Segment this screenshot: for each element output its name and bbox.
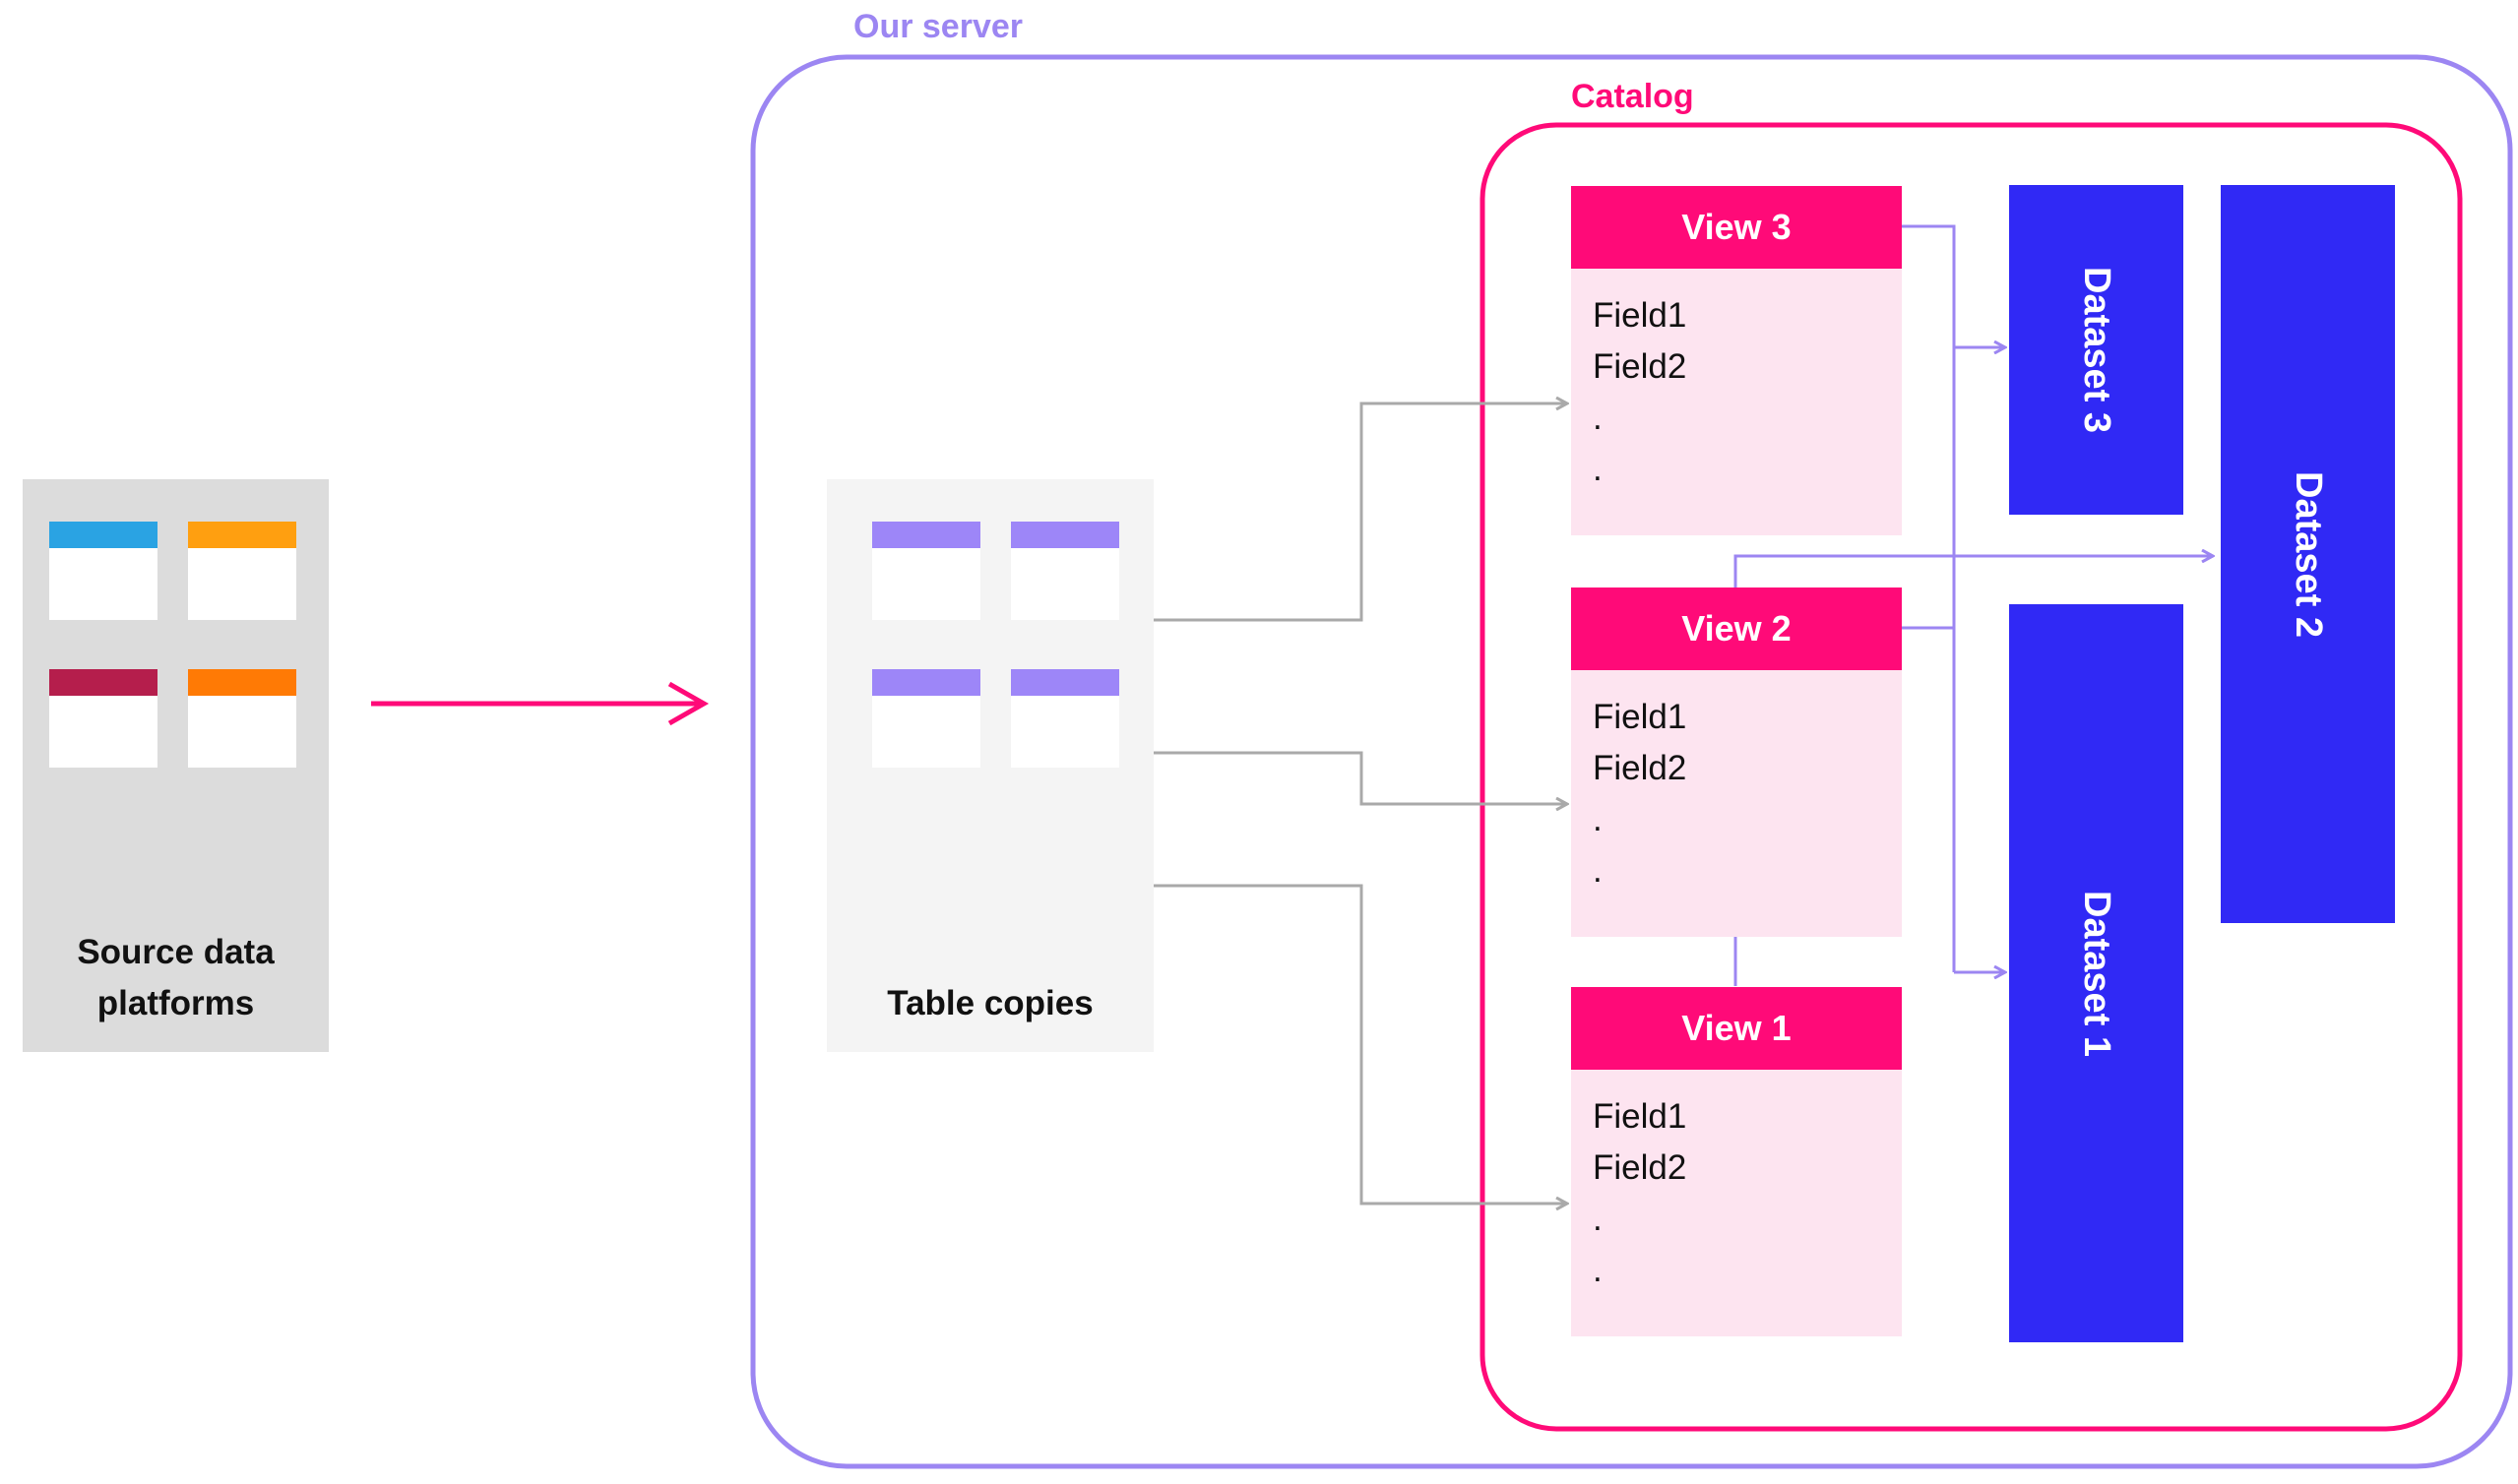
source-tile-3: [49, 669, 157, 768]
server-label: Our server: [853, 8, 1023, 45]
source-tile-3-bar: [49, 669, 157, 696]
view-3-field-3: .: [1593, 399, 1603, 437]
view-1-field-4: .: [1593, 1251, 1603, 1289]
view-1-fields: Field1 Field2 . .: [1571, 1070, 1902, 1296]
dataset-2-label: Dataset 2: [2288, 470, 2329, 638]
view-3-field-2: Field2: [1593, 347, 1687, 386]
view-1-title: View 1: [1571, 987, 1902, 1070]
view-card-3: View 3 Field1 Field2 . .: [1571, 186, 1902, 535]
source-tile-2: [188, 522, 296, 620]
table-copy-tile-3-bar: [872, 669, 980, 696]
source-tile-4-bar: [188, 669, 296, 696]
table-copies-label: Table copies: [887, 984, 1094, 1022]
dataset-2: Dataset 2: [2221, 185, 2395, 923]
server-boundary: [750, 54, 2513, 1469]
view-3-field-1: Field1: [1593, 296, 1687, 335]
source-tile-2-bar: [188, 522, 296, 548]
view-3-field-4: .: [1593, 450, 1603, 488]
view-2-field-3: .: [1593, 800, 1603, 838]
view-3-fields: Field1 Field2 . .: [1571, 269, 1902, 495]
view-3-title: View 3: [1571, 186, 1902, 269]
view-to-dataset-connectors: [1733, 224, 2213, 986]
view-1-field-2: Field2: [1593, 1148, 1687, 1187]
ingest-arrow: [371, 681, 710, 726]
source-data-label: Source data platforms: [77, 933, 275, 1022]
table-copy-tile-3: [872, 669, 980, 768]
table-copy-tile-2-bar: [1011, 522, 1119, 548]
view-1-field-3: .: [1593, 1200, 1603, 1238]
view-2-field-1: Field1: [1593, 698, 1687, 736]
table-copy-tile-2: [1011, 522, 1119, 620]
source-tile-1-bar: [49, 522, 157, 548]
table-to-view-connectors: [1152, 403, 1567, 1204]
catalog-boundary: [1479, 122, 2463, 1432]
dataset-3: Dataset 3: [2009, 185, 2183, 515]
view-2-field-2: Field2: [1593, 749, 1687, 787]
source-tile-4: [188, 669, 296, 768]
dataset-3-label: Dataset 3: [2076, 267, 2117, 433]
source-tile-1: [49, 522, 157, 620]
view-card-1: View 1 Field1 Field2 . .: [1571, 987, 1902, 1336]
table-copy-tile-4-bar: [1011, 669, 1119, 696]
source-data-panel: Source data platforms: [23, 479, 329, 1052]
dataset-1: Dataset 1: [2009, 604, 2183, 1342]
table-copy-tile-4: [1011, 669, 1119, 768]
view-2-fields: Field1 Field2 . .: [1571, 670, 1902, 897]
table-copies-panel: Table copies: [827, 479, 1154, 1052]
view-card-2: View 2 Field1 Field2 . .: [1571, 587, 1902, 937]
view-2-field-4: .: [1593, 851, 1603, 890]
dataset-1-label: Dataset 1: [2076, 890, 2117, 1057]
catalog-label: Catalog: [1571, 78, 1694, 115]
view-1-field-1: Field1: [1593, 1097, 1687, 1136]
table-copy-tile-1-bar: [872, 522, 980, 548]
table-copy-tile-1: [872, 522, 980, 620]
view-2-title: View 2: [1571, 587, 1902, 670]
